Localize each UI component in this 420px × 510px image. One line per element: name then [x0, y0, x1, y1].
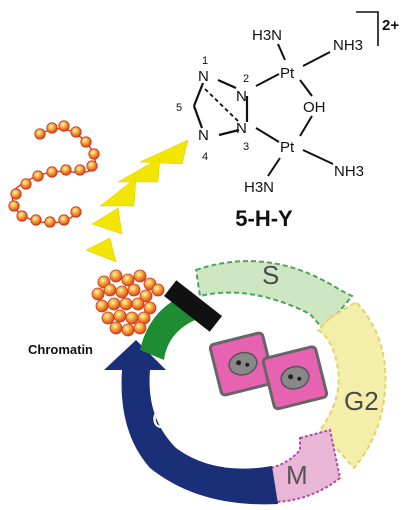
dna-bead	[80, 136, 92, 148]
cell-cycle-ring: S G2 M G1	[104, 260, 387, 505]
cell-left	[208, 331, 276, 397]
chromatin-label: Chromatin	[28, 342, 93, 357]
dna-bead	[46, 122, 58, 134]
chevron-arrow-icon	[91, 207, 123, 235]
dna-bead	[86, 160, 98, 172]
ring-number-1: 1	[202, 55, 208, 67]
dna-beads	[8, 120, 100, 228]
cell-right	[261, 345, 329, 411]
ring-number-5: 5	[176, 102, 182, 114]
dna-bead	[109, 269, 123, 283]
dividing-cells	[208, 331, 329, 411]
nitrogen-n1-label: N	[198, 68, 209, 85]
phase-g2-label: G2	[344, 386, 379, 416]
dna-bead	[74, 164, 86, 176]
phase-s-segment	[194, 260, 354, 332]
dna-bead	[70, 206, 82, 218]
dna-bead	[103, 283, 117, 297]
platinum-bonds	[255, 43, 334, 177]
dna-bead	[121, 273, 135, 287]
hydroxide-label: OH	[303, 99, 326, 116]
dna-bead	[32, 170, 44, 182]
amine-bottom-right-label: NH3	[334, 163, 364, 180]
dna-bead	[58, 120, 70, 132]
dna-bead	[20, 178, 32, 190]
checkpoint-block-bar	[163, 280, 223, 332]
dna-bead	[121, 323, 135, 337]
nitrogen-n3-label: N	[236, 120, 247, 137]
chevron-arrow-icon	[99, 177, 137, 207]
platinum-bottom-label: Pt	[280, 139, 295, 156]
dna-bead	[10, 188, 22, 200]
dna-bead	[115, 285, 129, 299]
dna-bead	[16, 210, 28, 222]
dna-bead	[58, 214, 70, 226]
chevron-arrow-icon	[85, 237, 117, 263]
dna-bead	[46, 166, 58, 178]
dna-bead	[133, 269, 147, 283]
dna-bead	[30, 214, 42, 226]
phase-g1-segment	[104, 340, 278, 505]
dna-bead	[101, 311, 115, 325]
dna-bead	[107, 297, 121, 311]
chevron-arrow-icon	[139, 139, 189, 165]
triazole-ring-bonds	[192, 78, 249, 137]
molecule-name: 5-H-Y	[235, 206, 293, 231]
yellow-arrow-chevrons	[85, 139, 189, 263]
chromatin-beads	[91, 269, 165, 337]
dna-bead	[125, 311, 139, 325]
amine-top-right-label: NH3	[333, 37, 363, 54]
phase-s-label: S	[262, 260, 279, 290]
dna-bead	[109, 321, 123, 335]
nitrogen-n4-label: N	[198, 127, 209, 144]
dna-bead	[44, 216, 56, 228]
dna-bead	[131, 297, 145, 311]
dna-bead	[91, 287, 105, 301]
amine-bottom-left-label: H3N	[244, 179, 274, 196]
ring-number-4: 4	[202, 151, 208, 163]
dna-bead	[139, 289, 153, 303]
dna-bead	[70, 126, 82, 138]
dna-bead	[88, 148, 100, 160]
platinum-top-label: Pt	[280, 65, 295, 82]
dna-bead	[60, 164, 72, 176]
dna-bead	[143, 301, 157, 315]
charge-bracket	[356, 11, 379, 46]
dna-bead	[127, 283, 141, 297]
dna-bead	[34, 128, 46, 140]
dna-bead	[151, 283, 165, 297]
dna-bead-strand	[8, 120, 100, 228]
dna-bead	[133, 321, 147, 335]
phase-g1-label: G1	[152, 404, 187, 434]
nitrogen-n2-label: N	[236, 88, 247, 105]
chevron-arrow-icon	[117, 157, 161, 183]
dna-bead	[113, 309, 127, 323]
amine-top-left-label: H3N	[252, 27, 282, 44]
dna-bead	[95, 299, 109, 313]
dna-bead	[119, 297, 133, 311]
phase-m-segment	[268, 428, 342, 504]
dna-bead	[8, 200, 20, 212]
charge-label: 2+	[382, 17, 399, 34]
phase-g2-segment	[316, 300, 387, 470]
molecule-structure: N N N N 1 2 3 4 5 Pt Pt OH H3N NH3 H3N N…	[176, 11, 399, 231]
chromatin-cluster	[91, 269, 165, 337]
phase-m-label: M	[286, 460, 308, 490]
ring-number-2: 2	[243, 73, 249, 85]
ring-number-3: 3	[243, 141, 249, 153]
